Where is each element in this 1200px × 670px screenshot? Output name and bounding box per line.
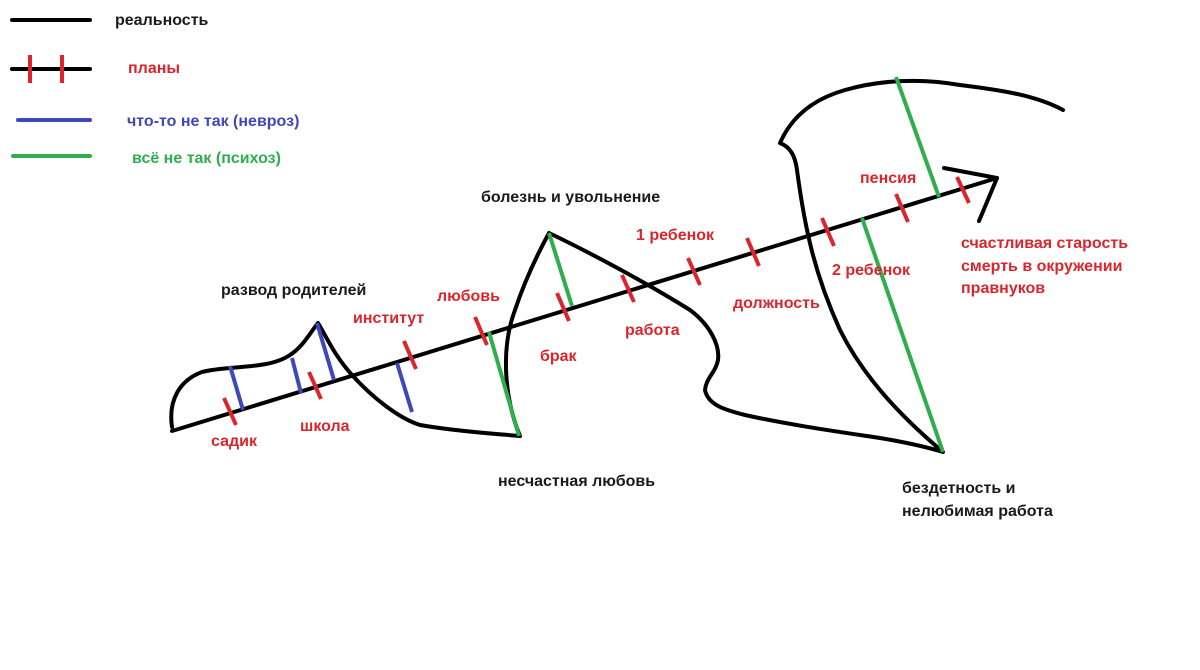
neurosis-lines xyxy=(228,322,414,413)
plan-school: школа xyxy=(300,418,350,435)
event-unhappy-love: несчастная любовь xyxy=(498,473,655,490)
plan-child1: 1 ребенок xyxy=(636,227,715,244)
event-childless-line1: бездетность и xyxy=(902,480,1016,497)
plan-tick xyxy=(222,397,238,426)
plan-tick xyxy=(307,371,323,400)
legend-reality-label: реальность xyxy=(115,12,209,29)
event-parents-divorce: развод родителей xyxy=(221,282,366,299)
psychosis-line xyxy=(487,331,521,437)
plan-position: должность xyxy=(733,295,820,312)
legend-psychosis-label: всё не так (психоз) xyxy=(132,150,281,167)
plan-marriage: брак xyxy=(540,348,578,365)
plan-old-age-line1: счастливая старость xyxy=(961,235,1128,252)
plan-tick xyxy=(686,257,702,286)
plans-arrow xyxy=(170,166,999,433)
legend: реальность планы что-то не так (невроз) … xyxy=(10,12,299,167)
event-illness-dismissal: болезнь и увольнение xyxy=(481,189,660,206)
psychosis-line xyxy=(547,232,574,307)
legend-plans-label: планы xyxy=(128,60,180,77)
reality-curve xyxy=(169,78,1065,454)
plan-tick xyxy=(894,193,910,223)
plan-ticks xyxy=(222,176,971,426)
neurosis-line xyxy=(290,357,303,394)
plan-tick xyxy=(820,217,836,247)
plan-institute: институт xyxy=(353,310,424,327)
plan-kindergarten: садик xyxy=(211,433,258,450)
arrow-head xyxy=(942,166,999,223)
plans-line xyxy=(170,176,999,433)
plan-tick xyxy=(620,274,636,303)
psychosis-line xyxy=(860,217,945,453)
plan-tick xyxy=(555,292,571,322)
psychosis-lines xyxy=(487,76,945,453)
plan-tick xyxy=(745,237,761,267)
plan-tick xyxy=(473,316,489,346)
plan-child2: 2 ребенок xyxy=(832,262,911,279)
plan-pension: пенсия xyxy=(860,170,916,187)
legend-neurosis-label: что-то не так (невроз) xyxy=(127,113,299,130)
event-childless-line2: нелюбимая работа xyxy=(902,503,1053,520)
plan-work: работа xyxy=(625,322,680,339)
neurosis-line xyxy=(315,322,336,381)
plan-old-age-line2: смерть в окружении xyxy=(961,258,1122,275)
plan-love: любовь xyxy=(437,288,500,305)
psychosis-line xyxy=(894,76,941,198)
plan-tick xyxy=(402,340,418,370)
plan-old-age-line3: правнуков xyxy=(961,280,1045,297)
neurosis-line xyxy=(228,365,245,411)
plan-tick xyxy=(955,176,971,204)
neurosis-line xyxy=(395,362,414,413)
